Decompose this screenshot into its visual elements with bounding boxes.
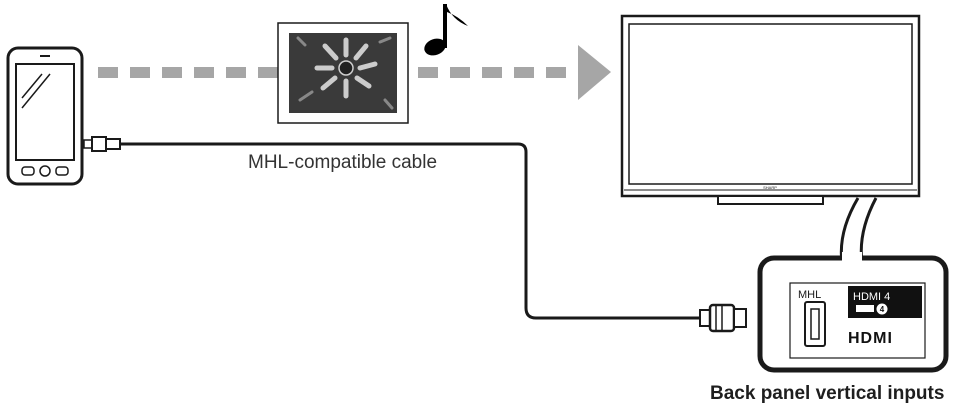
transfer-arrow-icon <box>98 45 611 100</box>
mhl-cable <box>120 142 702 320</box>
mhl-port-label: MHL <box>798 289 821 301</box>
hdmi-port-label: HDMI 4 <box>853 291 890 303</box>
tv-brand-logo: SHARP <box>763 185 777 190</box>
panel-caption: Back panel vertical inputs <box>710 383 945 404</box>
hdmi-plug-icon <box>699 303 747 333</box>
cable-label: MHL-compatible cable <box>248 152 438 173</box>
smartphone-icon <box>6 46 84 186</box>
back-panel-inputs: MHL HDMI 4 4 HDMI <box>757 252 949 373</box>
photo-icon <box>277 22 409 124</box>
music-note-icon <box>424 4 468 56</box>
hdmi-logo: HDMI <box>848 330 893 347</box>
television-icon: SHARP <box>620 14 921 205</box>
hdmi-number-badge: 4 <box>880 305 885 314</box>
micro-usb-plug-icon <box>83 136 121 152</box>
